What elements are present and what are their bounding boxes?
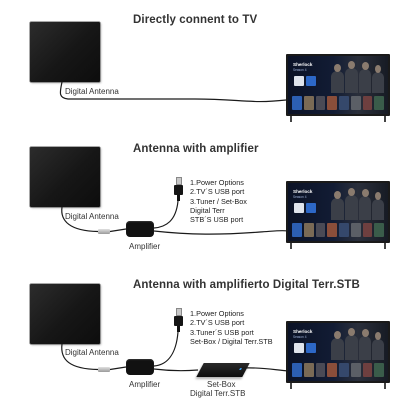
amplifier-label: Amplifier (129, 380, 161, 389)
tv-show-subtitle: Season 4 (293, 68, 307, 72)
antenna-label: Digital Antenna (65, 212, 119, 221)
option-item: 1.Power Options (190, 178, 244, 187)
amplifier (126, 221, 154, 237)
tv-show-subtitle: Season 4 (293, 195, 307, 199)
panel-title: Antenna with amplifierto Digital Terr.ST… (133, 279, 360, 291)
tv-show-title: Sherlock (293, 189, 313, 194)
digital-antenna (30, 147, 100, 207)
option-item: STB´S USB port (190, 215, 244, 225)
stb-label-line: Set-Box (207, 380, 236, 389)
option-item: 2.TV´S USB port (190, 187, 245, 197)
panel-antenna-with-amplifier: Antenna with amplifier Digital Antenna A… (0, 135, 400, 270)
stb-label: Set-Box Digital Terr.STB (190, 380, 245, 398)
option-item: Set-Box / Digital Terr.STB (190, 336, 273, 346)
tv: Sherlock Season 4 (286, 181, 390, 249)
tv: Sherlock Season 4 (286, 54, 390, 122)
digital-antenna (30, 284, 100, 344)
coax-connector (98, 229, 110, 234)
coax-connector (98, 367, 110, 372)
antenna-label: Digital Antenna (65, 87, 119, 96)
panel-amplifier-to-stb: Antenna with amplifierto Digital Terr.ST… (0, 270, 400, 400)
panel-title: Directly connent to TV (133, 14, 258, 26)
stb-label-line: Digital Terr.STB (190, 389, 246, 398)
amplifier-label: Amplifier (129, 242, 161, 251)
tv-show-title: Sherlock (293, 62, 313, 67)
set-top-box (196, 363, 250, 377)
usb-plug (174, 308, 183, 332)
power-options-list: 1.Power Options 2.TV´S USB port 3.Tuner´… (190, 309, 273, 346)
tv-show-subtitle: Season 4 (293, 335, 307, 339)
panel-direct-to-tv: Directly connent to TV Digital Antenna S… (0, 0, 400, 135)
usb-plug (174, 177, 183, 201)
option-item: 3.Tuner´S USB port (190, 327, 254, 337)
power-options-list: 1.Power Options 2.TV´S USB port 3.Tuner … (190, 178, 247, 224)
amplifier (126, 359, 154, 375)
tv-show-title: Sherlock (293, 329, 313, 334)
tv: Sherlock Season 4 (286, 321, 390, 389)
antenna-label: Digital Antenna (65, 348, 119, 357)
option-item: 1.Power Options (190, 309, 244, 318)
option-item: Digital Terr (190, 205, 225, 215)
digital-antenna (30, 22, 100, 82)
panel-title: Antenna with amplifier (133, 143, 259, 155)
option-item: 2.TV´S USB port (190, 318, 245, 328)
option-item: 3.Tuner / Set-Box (190, 196, 247, 206)
